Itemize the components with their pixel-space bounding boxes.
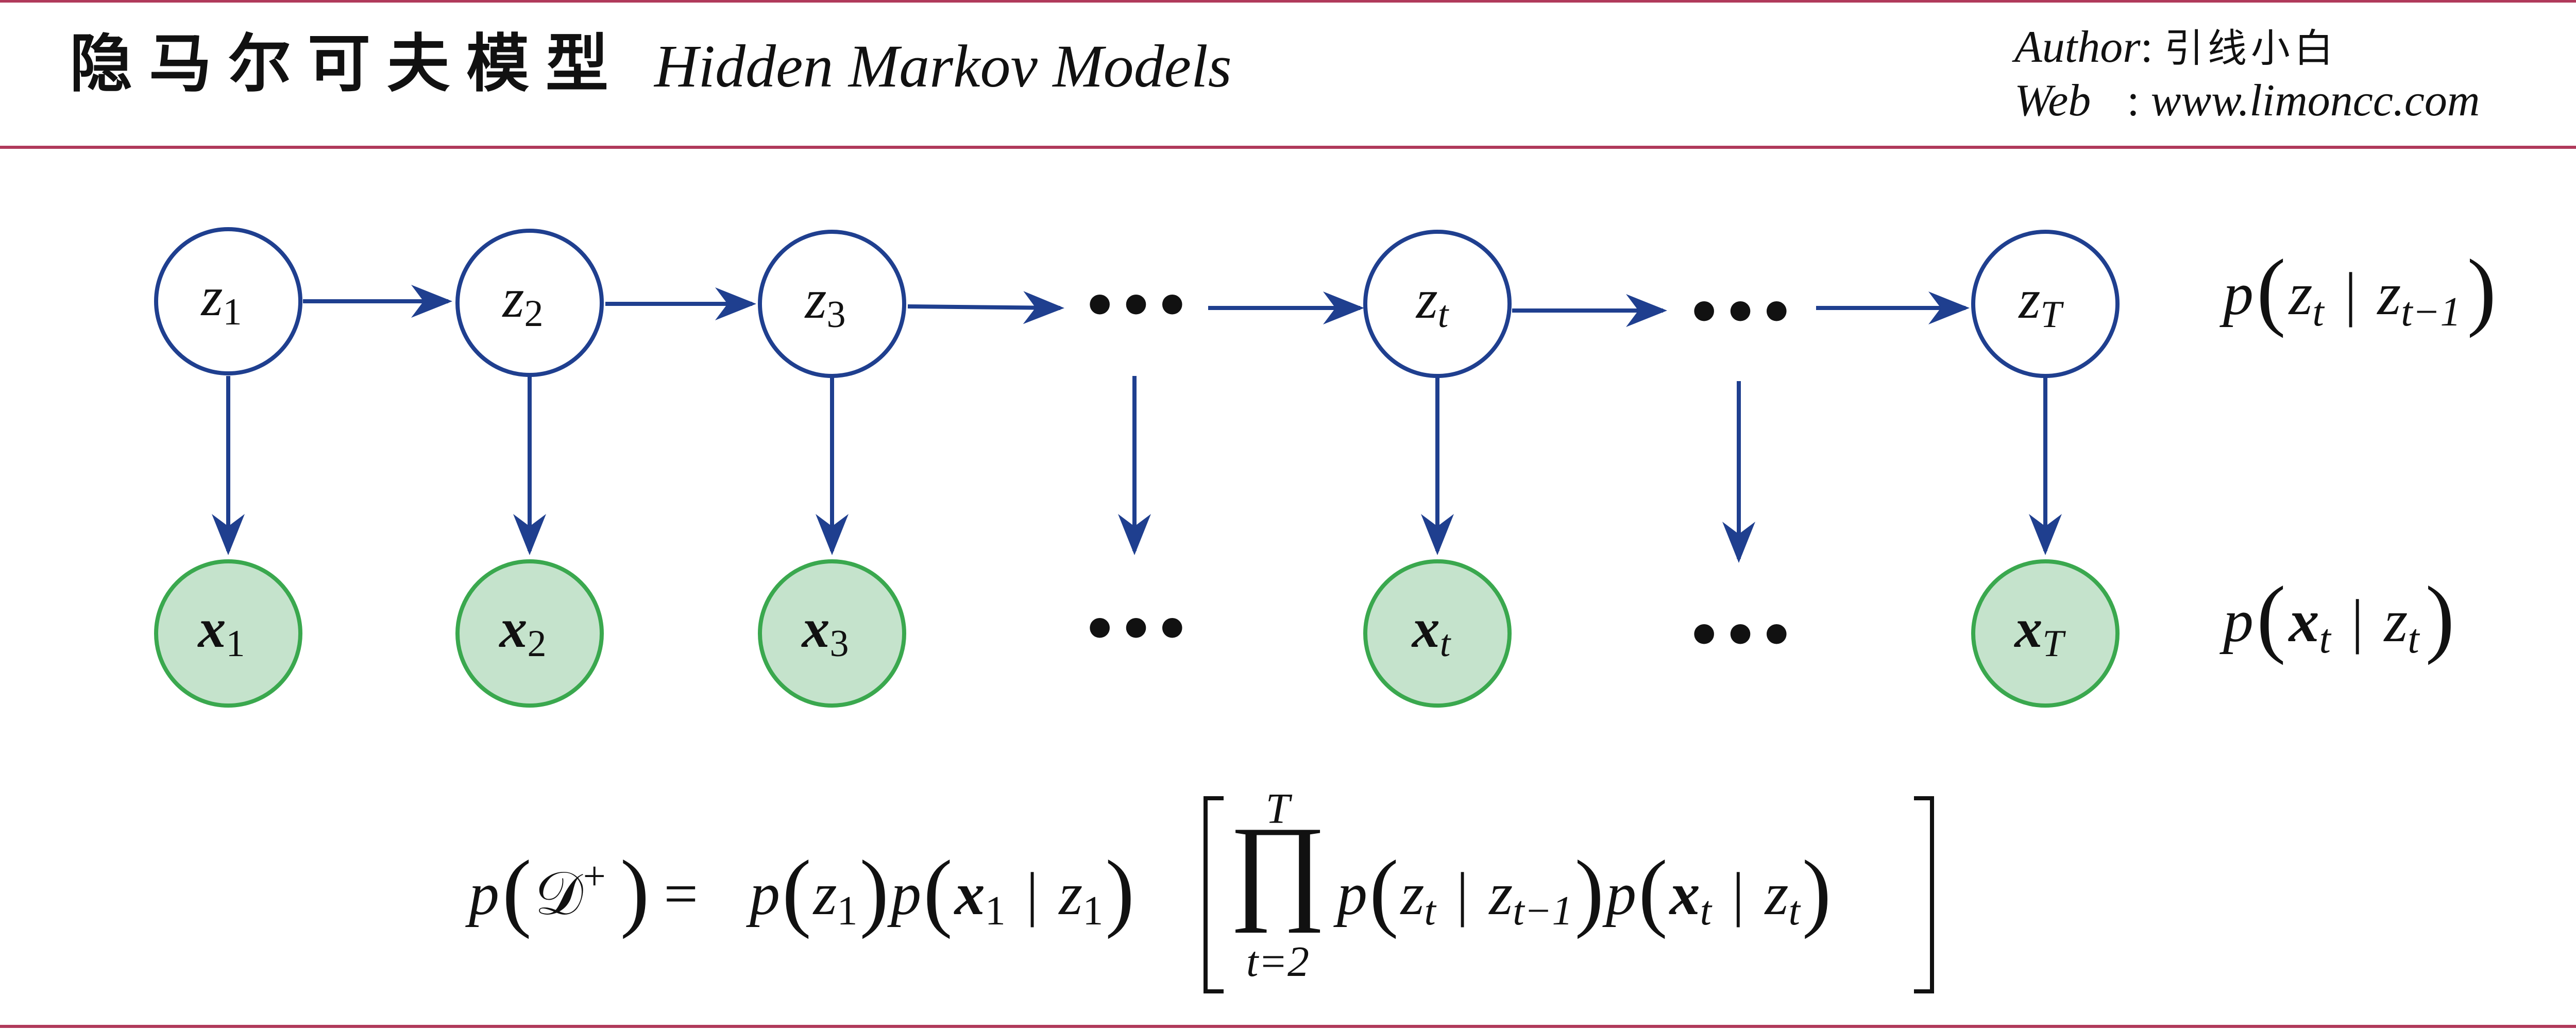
joint-probability-formula: p(𝒟+)= p(z1)p(x1|z1) T ∏ t=2 p(zt|zt−1)p… bbox=[465, 785, 1831, 986]
formula-lhs: p(𝒟+)= bbox=[465, 843, 698, 939]
hidden-node-z3 bbox=[758, 230, 906, 378]
web-value: www.limoncc.com bbox=[2150, 76, 2480, 126]
formula-brackets bbox=[1204, 796, 1934, 993]
title-english: Hidden Markov Models bbox=[654, 32, 1232, 100]
formula-product-body: p(zt|zt−1)p(xt|zt) bbox=[1333, 843, 1831, 939]
hidden-node-z1 bbox=[154, 227, 302, 375]
observed-node-xt bbox=[1363, 559, 1512, 708]
label-x3: x3 bbox=[801, 598, 849, 665]
hidden-node-zt bbox=[1363, 230, 1512, 378]
author-value: 引线小白 bbox=[2164, 25, 2337, 71]
hidden-labels: z1 z2 z3 zt zT bbox=[200, 266, 2064, 336]
web-line: Web: www.limoncc.com bbox=[2014, 76, 2480, 126]
web-label: Web bbox=[2014, 76, 2091, 126]
product-upper: T bbox=[1266, 785, 1293, 833]
label-x2: x2 bbox=[499, 598, 547, 665]
label-z2: z2 bbox=[501, 268, 543, 335]
observed-labels: x1 x2 x3 xt xT bbox=[197, 598, 2066, 665]
ellipsis-top-2: ••• bbox=[1686, 280, 1795, 346]
emission-probability: p(xt|zt) bbox=[2219, 569, 2454, 665]
formula-prior: p(z1)p(x1|z1) bbox=[746, 843, 1134, 939]
observed-nodes bbox=[154, 559, 2120, 708]
arrow-z3-ellipsis bbox=[907, 291, 1064, 324]
emission-arrows bbox=[212, 376, 2062, 563]
label-x1: x1 bbox=[197, 598, 245, 665]
author-line: Author: 引线小白 bbox=[2014, 22, 2337, 72]
side-labels: p(zt|zt−1) p(xt|zt) bbox=[2219, 242, 2496, 665]
right-bracket bbox=[1914, 796, 1934, 993]
label-z1: z1 bbox=[200, 266, 242, 333]
author-label: Author bbox=[2014, 22, 2141, 72]
label-zt: zt bbox=[1415, 269, 1450, 336]
label-z3: z3 bbox=[804, 269, 845, 336]
label-zT: zT bbox=[2018, 269, 2064, 336]
hidden-node-zT bbox=[1971, 230, 2120, 378]
bottom-rule bbox=[0, 1025, 2576, 1028]
observed-node-x3 bbox=[758, 559, 906, 708]
observed-node-x1 bbox=[154, 559, 302, 708]
ellipsis-bottom-2: ••• bbox=[1686, 603, 1795, 668]
ellipsis-top-1: ••• bbox=[1082, 273, 1191, 339]
ellipsis-bottom-1: ••• bbox=[1082, 596, 1191, 662]
header-rule bbox=[0, 146, 2576, 149]
observed-node-x2 bbox=[455, 559, 604, 708]
top-rule bbox=[0, 0, 2576, 3]
title-chinese: 隐马尔可夫模型 bbox=[70, 26, 625, 100]
product-lower: t=2 bbox=[1246, 938, 1309, 986]
observed-node-xT bbox=[1971, 559, 2120, 708]
hidden-node-z2 bbox=[455, 229, 604, 377]
hidden-nodes bbox=[154, 227, 2120, 378]
left-bracket bbox=[1204, 796, 1224, 993]
label-xT: xT bbox=[2013, 598, 2066, 665]
ellipses: ••• ••• ••• ••• bbox=[1082, 273, 1795, 668]
transition-arrows bbox=[303, 285, 1970, 327]
product-symbol: ∏ bbox=[1229, 802, 1326, 933]
label-xt: xt bbox=[1411, 598, 1452, 665]
transition-probability: p(zt|zt−1) bbox=[2219, 242, 2496, 338]
